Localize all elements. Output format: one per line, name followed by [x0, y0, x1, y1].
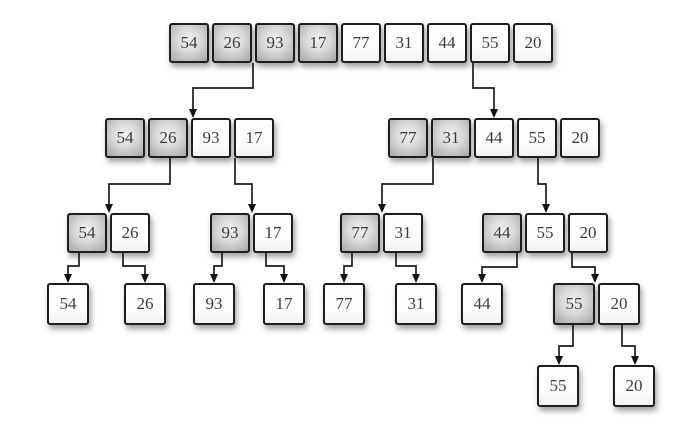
arrow-n3-n6 [378, 158, 434, 213]
array-cell: 44 [427, 23, 467, 63]
array-level2-left: 54 26 93 17 [105, 118, 274, 158]
array-cell: 31 [383, 213, 423, 253]
arrow-n7-n14 [478, 253, 518, 283]
array-cell: 31 [431, 118, 471, 158]
array-cell: 77 [323, 283, 365, 325]
array-cell: 54 [47, 283, 89, 325]
array-cell: 77 [341, 23, 381, 63]
array-cell: 26 [124, 283, 166, 325]
arrow-n3-n7 [537, 158, 550, 213]
array-cell: 55 [470, 23, 510, 63]
array-level4-93: 93 [193, 283, 235, 325]
array-cell: 17 [234, 118, 274, 158]
array-cell: 26 [212, 23, 252, 63]
arrow-n6-n13 [395, 253, 420, 283]
array-cell: 17 [263, 283, 305, 325]
arrow-n1-n2 [189, 63, 254, 118]
array-cell: 55 [537, 365, 579, 407]
arrow-n5-n11 [265, 253, 288, 283]
array-cell: 55 [517, 118, 557, 158]
arrow-n1-n3 [472, 63, 498, 118]
array-cell: 17 [253, 213, 293, 253]
arrow-n15-n16 [555, 325, 574, 365]
array-cell: 20 [613, 365, 655, 407]
array-level3-d: 44 55 20 [482, 213, 608, 253]
array-cell: 54 [67, 213, 107, 253]
array-cell: 44 [474, 118, 514, 158]
array-cell: 54 [169, 23, 209, 63]
array-cell: 26 [110, 213, 150, 253]
array-cell: 20 [598, 283, 640, 325]
array-cell: 54 [105, 118, 145, 158]
array-cell: 93 [210, 213, 250, 253]
arrow-n5-n10 [210, 253, 223, 283]
arrow-n15-n17 [621, 325, 639, 365]
array-level4-54: 54 [47, 283, 89, 325]
arrow-n4-n9 [122, 253, 149, 283]
arrow-n4-n8 [64, 253, 80, 283]
array-level3-b: 93 17 [210, 213, 293, 253]
array-level4-31: 31 [395, 283, 437, 325]
array-level4-55-20: 55 20 [553, 283, 640, 325]
array-cell: 77 [340, 213, 380, 253]
array-level4-26: 26 [124, 283, 166, 325]
array-level4-44: 44 [461, 283, 503, 325]
array-cell: 20 [568, 213, 608, 253]
array-level3-a: 54 26 [67, 213, 150, 253]
array-cell: 93 [193, 283, 235, 325]
array-cell: 93 [255, 23, 295, 63]
array-cell: 31 [395, 283, 437, 325]
arrow-n2-n4 [105, 158, 171, 213]
array-cell: 55 [553, 283, 595, 325]
array-cell: 55 [525, 213, 565, 253]
array-cell: 20 [560, 118, 600, 158]
array-level2-right: 77 31 44 55 20 [388, 118, 600, 158]
array-level3-c: 77 31 [340, 213, 423, 253]
array-cell: 44 [482, 213, 522, 253]
array-level5-20: 20 [613, 365, 655, 407]
array-level4-17: 17 [263, 283, 305, 325]
array-cell: 26 [148, 118, 188, 158]
array-level1-full: 54 26 93 17 77 31 44 55 20 [169, 23, 553, 63]
arrow-n7-n15 [571, 253, 599, 283]
array-cell: 93 [191, 118, 231, 158]
array-cell: 44 [461, 283, 503, 325]
array-cell: 17 [298, 23, 338, 63]
array-cell: 20 [513, 23, 553, 63]
arrow-n2-n5 [234, 158, 256, 213]
array-level5-55: 55 [537, 365, 579, 407]
array-cell: 77 [388, 118, 428, 158]
array-cell: 31 [384, 23, 424, 63]
arrow-n6-n12 [340, 253, 353, 283]
array-level4-77: 77 [323, 283, 365, 325]
